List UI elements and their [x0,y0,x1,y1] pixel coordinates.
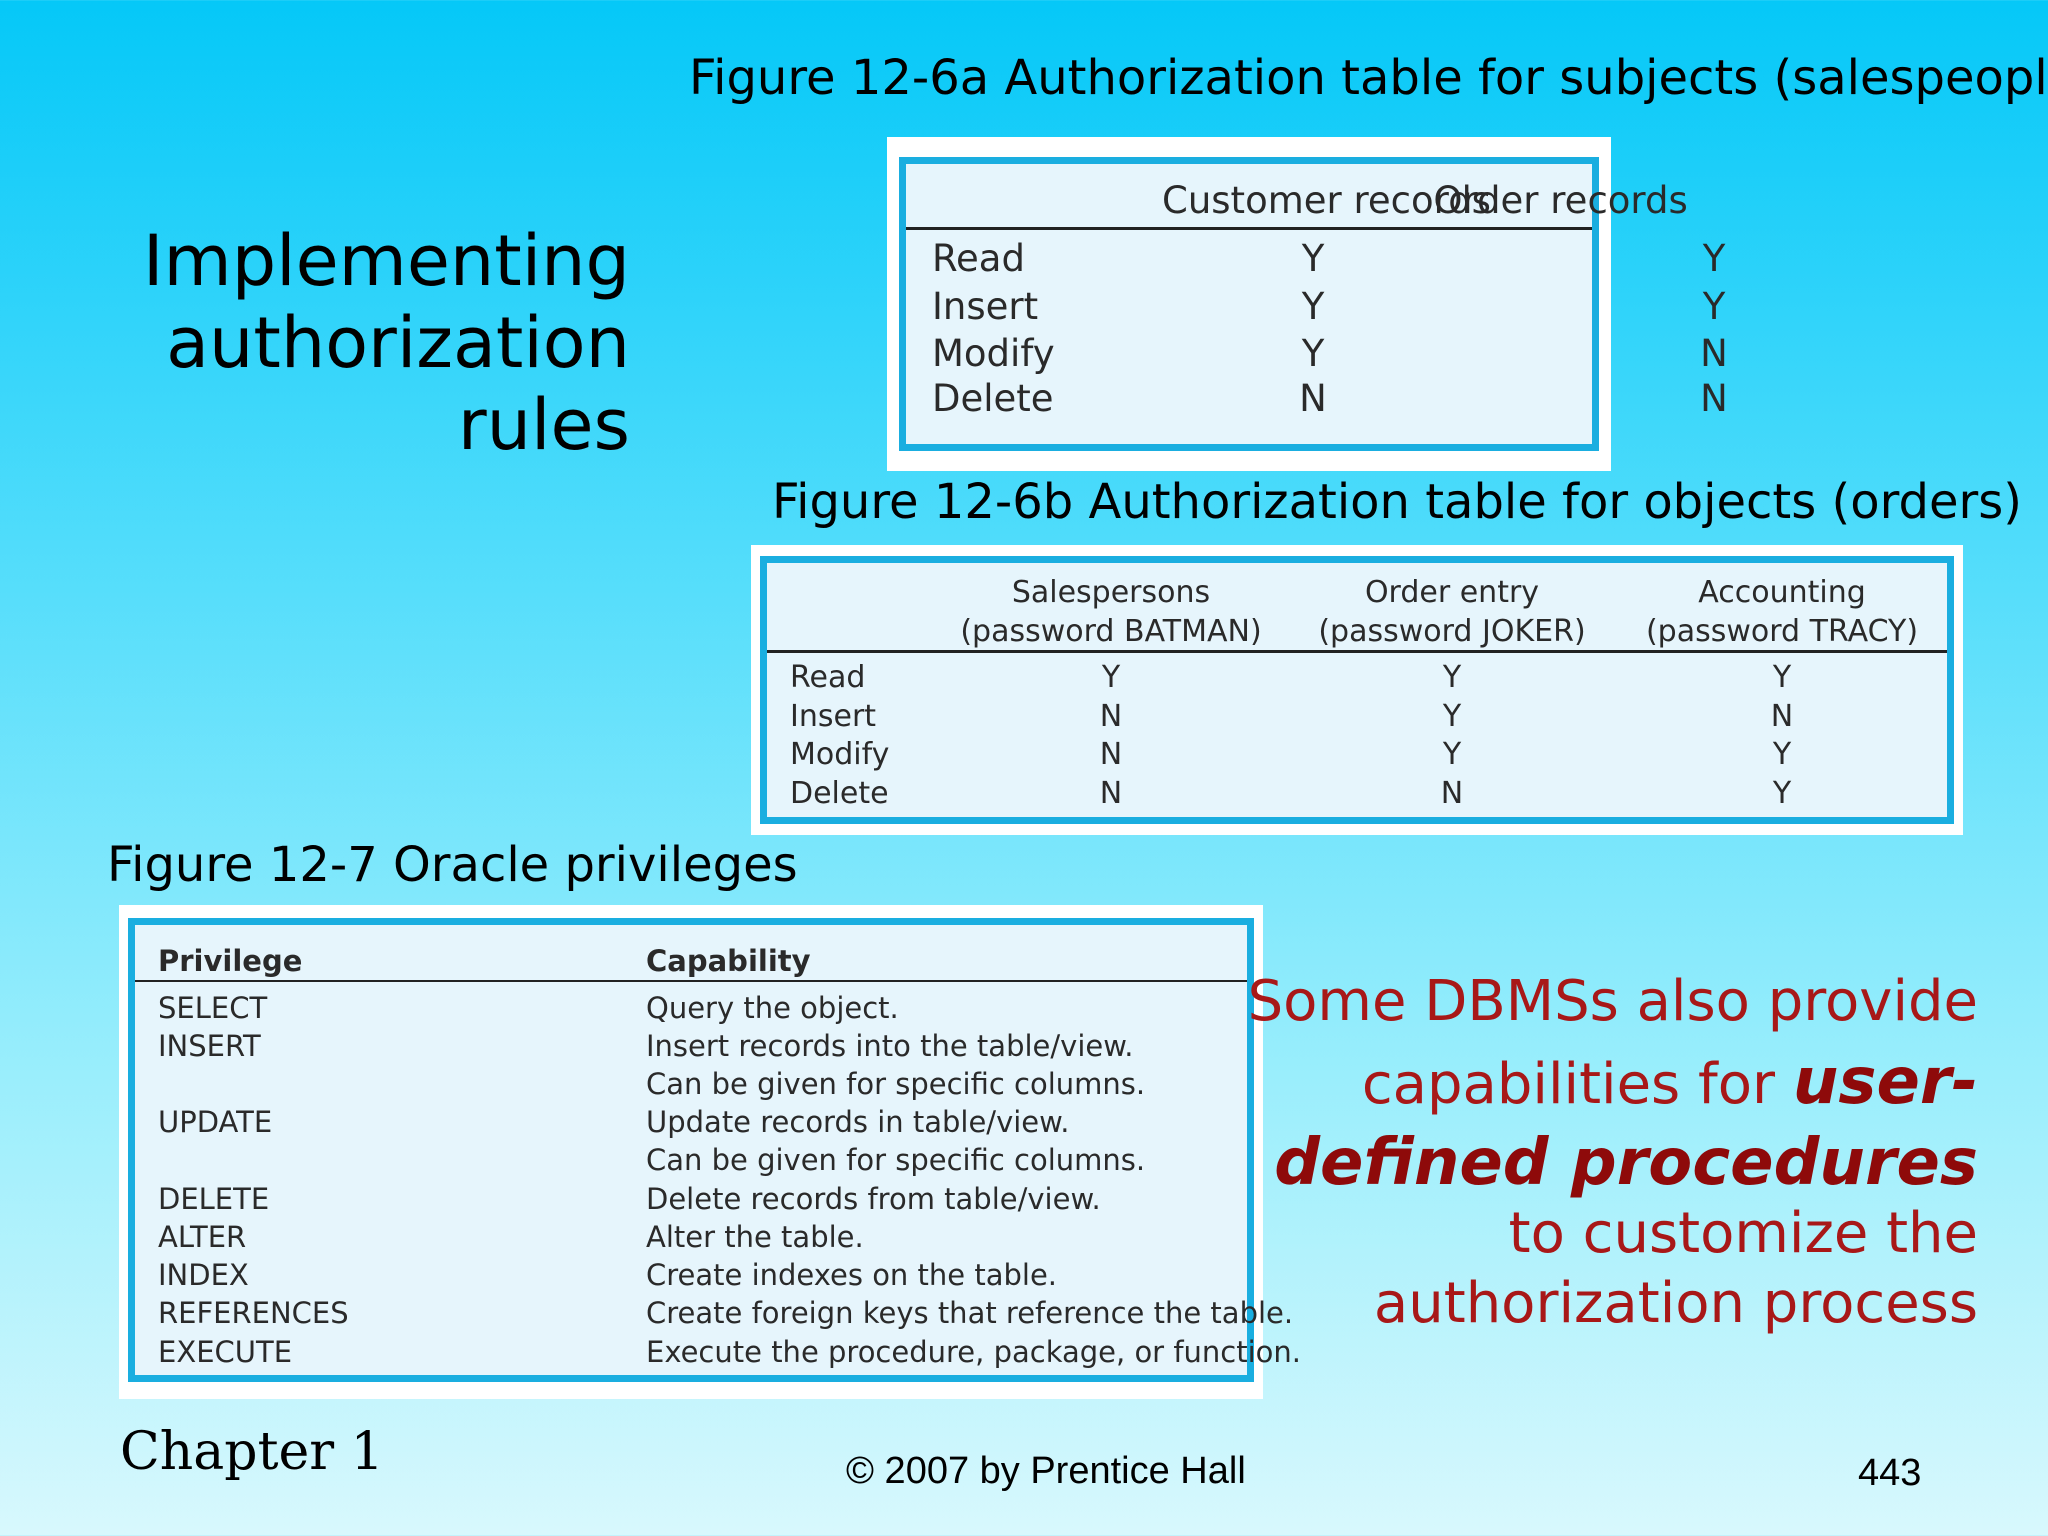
figure-c-column-header: Capability [646,944,811,978]
slide-title-line: authorization [166,302,630,384]
figure-b-column-password: (password JOKER) [1318,614,1586,649]
figure-a-cell-value: Y [1702,237,1726,280]
figure-c-capability: Create foreign keys that reference the t… [646,1296,1294,1330]
figure-a-caption: Figure 12-6a Authorization table for sub… [689,50,2048,106]
figure-b-row-label: Insert [790,699,877,734]
figure-b-column-name: Salespersons [1011,575,1211,610]
figure-a-row-label: Insert [932,285,1039,328]
figure-c-privilege: UPDATE [158,1105,273,1139]
figure-a-cell-value: N [1299,377,1327,420]
slide-title: Implementing authorization rules [120,220,630,466]
figure-a-cell-value: Y [1301,285,1325,328]
figure-b-row-label: Read [790,660,866,695]
page-number: 443 [1858,1452,1922,1494]
figure-b-cell-value: Y [1442,660,1462,695]
figure-b-cell-value: Y [1772,737,1792,772]
figure-a-row-label: Read [932,237,1025,280]
side-note-line: authorization process [1373,1271,1978,1336]
figure-c-privilege: DELETE [158,1182,270,1216]
figure-a-cell-value: N [1700,377,1728,420]
figure-c-privilege: INDEX [158,1258,249,1292]
side-note-emphasis: defined procedures [1274,1126,1978,1200]
side-note-text: capabilities for [1361,1052,1793,1117]
side-note-line: Some DBMSs also provide [1247,969,1978,1034]
figure-b-column-password: (password BATMAN) [960,614,1262,649]
figure-c-capability: Alter the table. [646,1220,864,1254]
figure-c-caption: Figure 12-7 Oracle privileges [107,837,798,893]
figure-b-row-label: Modify [790,737,890,772]
figure-b-cell-value: N [1440,776,1464,811]
figure-b-cell-value: N [1099,776,1123,811]
figure-a-column-header: Customer records [1162,179,1491,222]
slide-title-line: Implementing [142,220,630,302]
figure-b-column-name: Accounting [1698,575,1866,610]
figure-a-cell-value: Y [1301,332,1325,375]
figure-c-capability: Insert records into the table/view. [646,1029,1134,1063]
chapter-label: Chapter 1 [120,1422,384,1482]
figure-c-header-rule [135,980,1247,982]
side-note-line: capabilities for user- [1218,1040,1978,1127]
copyright-text: © 2007 by Prentice Hall [846,1450,1246,1492]
figure-b-caption: Figure 12-6b Authorization table for obj… [772,474,2022,530]
figure-b-cell-value: Y [1101,660,1121,695]
side-note-emphasis: user- [1792,1045,1978,1119]
figure-c-capability: Can be given for specific columns. [646,1067,1146,1101]
figure-b-frame: Salespersons (password BATMAN) Order entry… [751,545,1963,835]
figure-b-row-label: Delete [790,776,889,811]
side-note-line: to customize the [1508,1201,1978,1266]
figure-a-row-label: Delete [932,377,1054,420]
figure-b-cell-value: Y [1772,660,1792,695]
figure-a-cell-value: N [1700,332,1728,375]
figure-a-cell-value: Y [1702,285,1726,328]
figure-a-column-header: Order records [1433,179,1688,222]
figure-c-capability: Execute the procedure, package, or funct… [646,1335,1302,1369]
figure-c-column-header: Privilege [158,944,303,978]
figure-c-privilege: REFERENCES [158,1296,349,1330]
figure-c-privilege: EXECUTE [158,1335,293,1369]
figure-c-privilege: INSERT [158,1029,261,1063]
figure-b-column-header: Accounting (password TRACY) [1646,573,1918,651]
figure-c-table: Privilege Capability SELECT Query the obj… [128,918,1301,1382]
figure-b-column-header: Order entry (password JOKER) [1318,573,1585,651]
figure-c-capability: Update records in table/view. [646,1105,1070,1139]
figure-a-header-rule [906,227,1592,230]
figure-b-column-name: Order entry [1364,575,1540,610]
figure-b-cell-value: N [1770,699,1794,734]
figure-a-row-label: Modify [932,332,1055,375]
figure-c-frame: Privilege Capability SELECT Query the obj… [119,905,1301,1399]
figure-c-privilege: ALTER [158,1220,247,1254]
figure-b-cell-value: Y [1442,699,1462,734]
figure-c-capability: Query the object. [646,991,899,1025]
figure-c-capability: Can be given for specific columns. [646,1143,1146,1177]
figure-c-privilege: SELECT [158,991,268,1025]
side-note: Some DBMSs also provide capabilities for… [1218,968,1978,1339]
figure-c-capability: Create indexes on the table. [646,1258,1058,1292]
figure-b-header-rule [767,650,1947,653]
figure-c-capability: Delete records from table/view. [646,1182,1101,1216]
figure-b-cell-value: N [1099,737,1123,772]
figure-b-table: Salespersons (password BATMAN) Order entry… [760,556,1954,824]
figure-b-column-header: Salespersons (password BATMAN) [960,573,1261,651]
slide-title-line: rules [457,384,630,466]
figure-b-cell-value: N [1099,699,1123,734]
figure-b-cell-value: Y [1442,737,1462,772]
figure-b-column-password: (password TRACY) [1645,614,1919,649]
figure-a-cell-value: Y [1301,237,1325,280]
figure-b-cell-value: Y [1772,776,1792,811]
